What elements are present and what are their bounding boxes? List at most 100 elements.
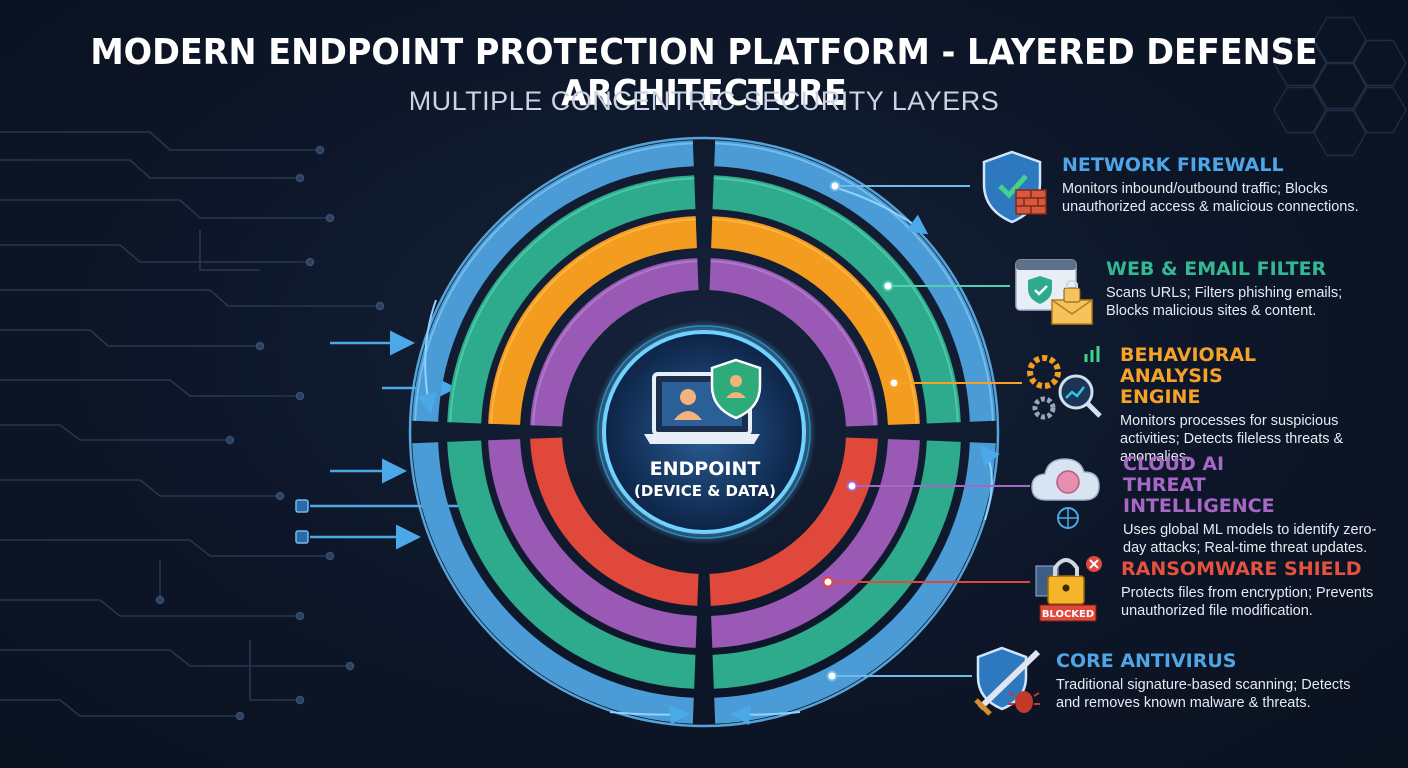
flow-arrow [417, 299, 437, 414]
flow-arrow [609, 704, 690, 725]
shield-user-icon [710, 358, 762, 420]
hexagon [1313, 16, 1367, 64]
layer-title: CORE ANTIVIRUS [1056, 650, 1237, 672]
endpoint-sublabel: (DEVICE & DATA) [634, 482, 776, 500]
padlock-blocked-icon: BLOCKED [1035, 556, 1102, 622]
incoming-threat-arrows [295, 330, 491, 550]
blocked-badge [1039, 604, 1097, 622]
circuit-trace [0, 479, 280, 497]
concentric-layer-rings [408, 136, 1000, 728]
ring-segment [488, 438, 698, 648]
ring-flow-arrows [417, 185, 1000, 726]
ring-segment [412, 140, 694, 422]
ring-segment [714, 442, 996, 724]
page-subtitle: MULTIPLE CONCENTRIC SECURITY LAYERS [408, 86, 1000, 116]
circuit-trace [0, 649, 350, 667]
layer-core-antivirus: CORE ANTIVIRUS Traditional signature-bas… [1056, 651, 1376, 712]
endpoint-core [592, 320, 816, 544]
layer-title: RANSOMWARE SHIELD [1121, 558, 1362, 580]
circuit-trace [0, 699, 240, 717]
node-square [295, 499, 309, 513]
gears-magnifier-icon [1027, 346, 1102, 420]
ring-segment [447, 440, 696, 689]
ring-segment [714, 140, 996, 422]
hexagon [1273, 39, 1327, 87]
circuit-node [295, 391, 305, 401]
ring-segment [530, 437, 699, 606]
ring-segment [709, 258, 878, 427]
layer-ransomware-shield: RANSOMWARE SHIELD Protects files from en… [1121, 559, 1381, 620]
circuit-node [295, 173, 305, 183]
layer-icons: BLOCKED [974, 150, 1102, 716]
circuit-node [345, 661, 355, 671]
circuit-node [305, 257, 315, 267]
ring-segment [447, 175, 696, 424]
layer-title: CLOUD AI THREAT INTELLIGENCE [1123, 453, 1275, 517]
circuit-trace [0, 379, 300, 397]
layer-behavioral-analysis: BEHAVIORAL ANALYSIS ENGINE Monitors proc… [1120, 345, 1400, 466]
circuit-trace [0, 131, 320, 151]
layer-title: WEB & EMAIL FILTER [1106, 258, 1327, 280]
connector-dot [882, 280, 894, 292]
shield-sword-bug-icon [974, 646, 1041, 716]
flow-arrow [730, 705, 801, 726]
circuit-node [315, 145, 325, 155]
circuit-traces-decoration [0, 131, 385, 721]
outer-ring-outline [408, 136, 1000, 728]
circuit-trace [249, 640, 300, 701]
layer-connector-lines [822, 180, 1030, 682]
shield-firewall-icon [982, 150, 1047, 224]
browser-email-icon [1015, 259, 1093, 325]
ring-highlight [532, 260, 698, 426]
ring-highlight [449, 177, 695, 423]
connector-dot [822, 576, 834, 588]
ring-highlight [490, 218, 696, 424]
ring-segment [712, 440, 961, 689]
circuit-trace [0, 539, 330, 557]
page-title: MODERN ENDPOINT PROTECTION PLATFORM - LA… [90, 32, 1318, 114]
layer-description: Uses global ML models to identify zero-d… [1123, 522, 1377, 556]
layer-description: Monitors inbound/outbound traffic; Block… [1062, 181, 1359, 215]
connector-dot [888, 377, 900, 389]
layer-network-firewall: NETWORK FIREWALL Monitors inbound/outbou… [1062, 155, 1392, 216]
layer-title: BEHAVIORAL ANALYSIS ENGINE [1120, 344, 1257, 408]
connector-dot [826, 670, 838, 682]
circuit-node [325, 213, 335, 223]
endpoint-label: ENDPOINT [649, 458, 761, 480]
ring-segment [712, 175, 961, 424]
layer-description: Traditional signature-based scanning; De… [1056, 677, 1351, 711]
flow-arrow [979, 444, 1000, 521]
circuit-node [235, 711, 245, 721]
node-square [295, 530, 309, 544]
circuit-node [155, 595, 165, 605]
circuit-node [325, 551, 335, 561]
circuit-node [225, 435, 235, 445]
ring-segment [488, 216, 698, 426]
layer-title: NETWORK FIREWALL [1062, 154, 1284, 176]
ring-segment [530, 258, 699, 427]
ring-segment [412, 442, 694, 724]
circuit-trace [0, 199, 330, 219]
hexagon [1313, 109, 1367, 157]
hexagon-pattern-decoration [1273, 16, 1407, 157]
layer-description: Protects files from encryption; Prevents… [1121, 585, 1374, 619]
layer-cloud-ai: CLOUD AI THREAT INTELLIGENCE Uses global… [1123, 454, 1383, 557]
blocked-badge-label: BLOCKED [1042, 609, 1094, 620]
layer-description: Monitors processes for suspicious activi… [1120, 413, 1344, 465]
circuit-node [375, 301, 385, 311]
circuit-node [295, 695, 305, 705]
hexagon [1353, 39, 1407, 87]
circuit-trace [0, 159, 300, 179]
circuit-node [295, 611, 305, 621]
ring-highlight [713, 177, 959, 423]
layer-web-email-filter: WEB & EMAIL FILTER Scans URLs; Filters p… [1106, 259, 1366, 320]
circuit-trace [0, 289, 380, 307]
circuit-trace [0, 599, 300, 617]
circuit-trace [0, 244, 310, 263]
ring-segment [710, 438, 920, 648]
ring-segment [709, 437, 878, 606]
circuit-trace [0, 424, 230, 441]
connector-dot [829, 180, 841, 192]
circuit-node [255, 341, 265, 351]
